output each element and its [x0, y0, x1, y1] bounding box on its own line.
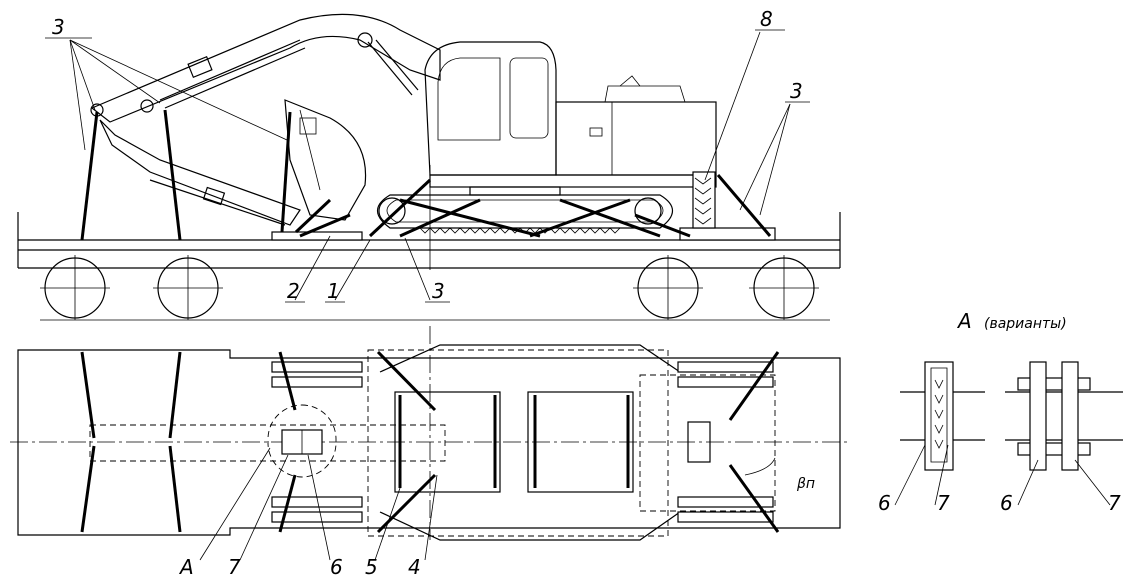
label-6: 6 — [330, 555, 343, 578]
detail-subtitle: (варианты) — [984, 316, 1067, 332]
label-4: 4 — [408, 555, 421, 578]
excavator — [90, 13, 717, 234]
railcar-wheels — [40, 255, 819, 320]
label-3-right: 3 — [790, 79, 803, 103]
label-a: А — [178, 555, 194, 578]
tie-down-wires-side — [80, 109, 772, 241]
detail-variant-1 — [894, 361, 985, 506]
tie-down-wires-top — [80, 350, 780, 534]
leader-lines-top — [199, 447, 776, 561]
wooden-bars-top — [271, 361, 774, 523]
top-view — [10, 326, 850, 561]
side-view — [17, 13, 841, 321]
wooden-stop-blocks — [271, 171, 776, 241]
label-1: 1 — [327, 279, 340, 303]
label-5: 5 — [365, 555, 378, 578]
railcar-outline-top — [10, 326, 850, 540]
label-3-bottom: 3 — [432, 279, 445, 303]
excavator-footprint-top — [89, 344, 776, 541]
variant-2-label-6: 6 — [1000, 491, 1013, 515]
variant-1-label-7: 7 — [937, 491, 950, 515]
label-8: 8 — [760, 7, 773, 31]
leader-lines-side — [45, 29, 810, 303]
label-2: 2 — [287, 279, 300, 303]
label-beta: βп — [796, 476, 815, 492]
variant-1-label-6: 6 — [878, 491, 891, 515]
detail-a-variants — [894, 361, 1123, 506]
label-7: 7 — [228, 555, 241, 578]
detail-title: А — [956, 309, 972, 333]
detail-variant-2 — [1005, 361, 1123, 506]
labels: 3 8 3 2 1 3 А (варианты) А 7 6 5 4 βп 6 … — [52, 7, 1121, 578]
label-3-top-left: 3 — [52, 15, 65, 39]
variant-2-label-7: 7 — [1108, 491, 1121, 515]
